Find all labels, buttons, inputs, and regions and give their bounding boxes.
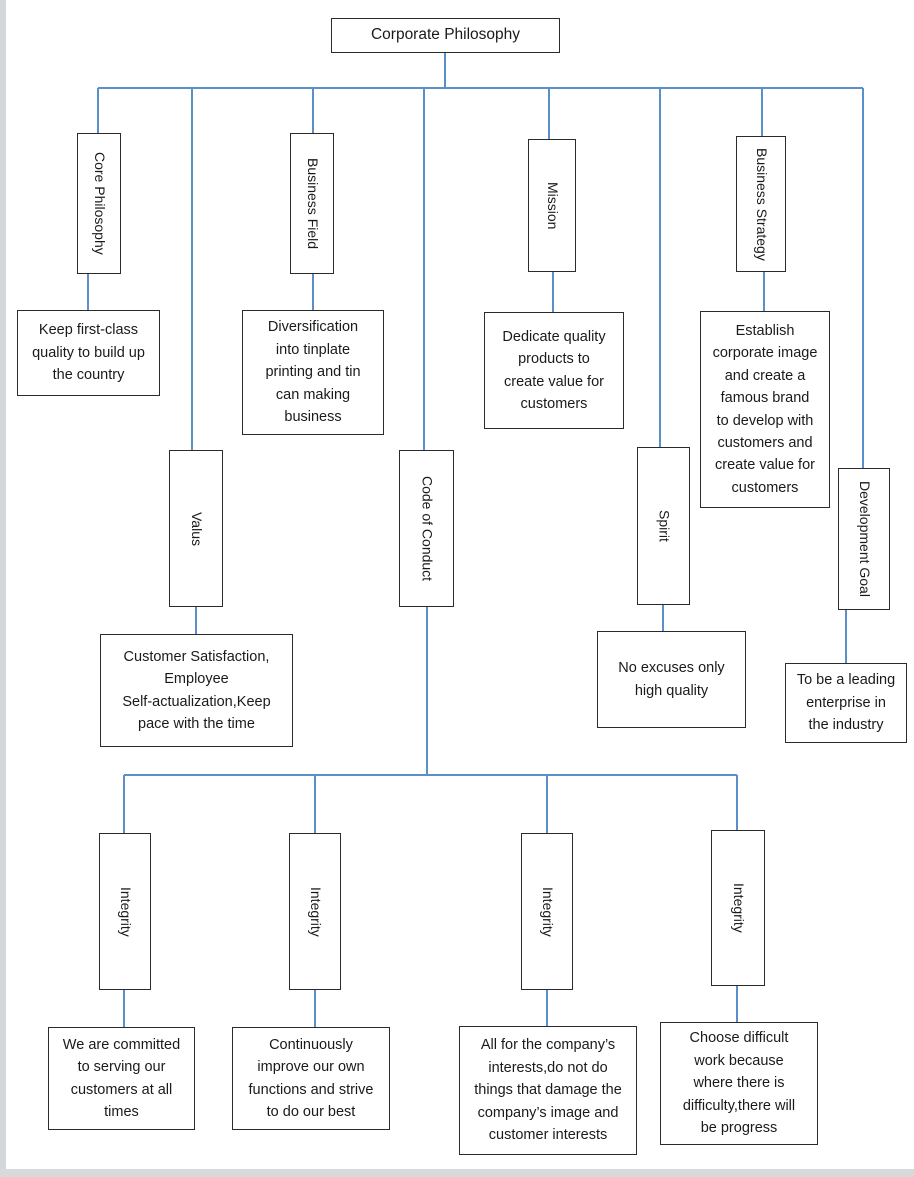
- page-edge-left: [0, 0, 6, 1177]
- node-text: No excuses only high quality: [618, 660, 725, 699]
- node-integrity-1-detail[interactable]: We are committed to serving our customer…: [48, 1027, 195, 1130]
- node-label: Mission: [544, 181, 561, 230]
- node-mission[interactable]: Mission: [528, 139, 576, 272]
- page-edge-bottom: [0, 1169, 914, 1177]
- node-label: Integrity: [307, 886, 324, 937]
- node-label: Corporate Philosophy: [370, 26, 521, 44]
- node-text: Choose difficult work because where ther…: [682, 1030, 796, 1137]
- node-business-field-detail[interactable]: Diversification into tinplate printing a…: [242, 310, 384, 435]
- node-label: Integrity: [730, 883, 747, 933]
- node-text: We are committed to serving our customer…: [62, 1036, 181, 1120]
- node-development-goal-detail[interactable]: To be a leading enterprise in the indust…: [785, 663, 907, 743]
- node-integrity-2[interactable]: Integrity: [289, 833, 341, 990]
- node-integrity-3[interactable]: Integrity: [521, 833, 573, 990]
- node-text: Keep first-class quality to build up the…: [32, 322, 145, 384]
- node-text: To be a leading enterprise in the indust…: [796, 672, 896, 734]
- node-label: Code of Conduct: [419, 475, 436, 582]
- node-text: Establish corporate image and create a f…: [712, 322, 818, 496]
- node-valus-detail[interactable]: Customer Satisfaction, Employee Self-act…: [100, 634, 293, 747]
- node-integrity-3-detail[interactable]: All for the company’s interests,do not d…: [459, 1026, 637, 1155]
- node-text: Diversification into tinplate printing a…: [265, 319, 361, 426]
- node-label: Development Goal: [856, 481, 873, 597]
- node-spirit-detail[interactable]: No excuses only high quality: [597, 631, 746, 728]
- node-business-strategy-detail[interactable]: Establish corporate image and create a f…: [700, 311, 830, 508]
- node-code-of-conduct[interactable]: Code of Conduct: [399, 450, 454, 607]
- node-label: Integrity: [117, 886, 134, 937]
- node-text: Customer Satisfaction, Employee Self-act…: [122, 648, 271, 732]
- node-integrity-4[interactable]: Integrity: [711, 830, 765, 986]
- node-business-strategy[interactable]: Business Strategy: [736, 136, 786, 272]
- node-core-philosophy[interactable]: Core Philosophy: [77, 133, 121, 274]
- node-corporate-philosophy[interactable]: Corporate Philosophy: [331, 18, 560, 53]
- node-business-field[interactable]: Business Field: [290, 133, 334, 274]
- node-label: Core Philosophy: [91, 152, 108, 255]
- node-mission-detail[interactable]: Dedicate quality products to create valu…: [484, 312, 624, 429]
- node-text: Continuously improve our own functions a…: [248, 1036, 374, 1120]
- node-label: Integrity: [539, 886, 556, 937]
- node-development-goal[interactable]: Development Goal: [838, 468, 890, 610]
- node-text: Dedicate quality products to create valu…: [502, 328, 606, 412]
- node-text: All for the company’s interests,do not d…: [474, 1037, 622, 1144]
- node-valus[interactable]: Valus: [169, 450, 223, 607]
- node-integrity-2-detail[interactable]: Continuously improve our own functions a…: [232, 1027, 390, 1130]
- node-integrity-1[interactable]: Integrity: [99, 833, 151, 990]
- node-integrity-4-detail[interactable]: Choose difficult work because where ther…: [660, 1022, 818, 1145]
- node-label: Spirit: [656, 510, 673, 542]
- node-label: Valus: [188, 511, 205, 546]
- node-spirit[interactable]: Spirit: [637, 447, 690, 605]
- node-label: Business Strategy: [753, 147, 770, 261]
- node-core-philosophy-detail[interactable]: Keep first-class quality to build up the…: [17, 310, 160, 396]
- node-label: Business Field: [304, 157, 321, 250]
